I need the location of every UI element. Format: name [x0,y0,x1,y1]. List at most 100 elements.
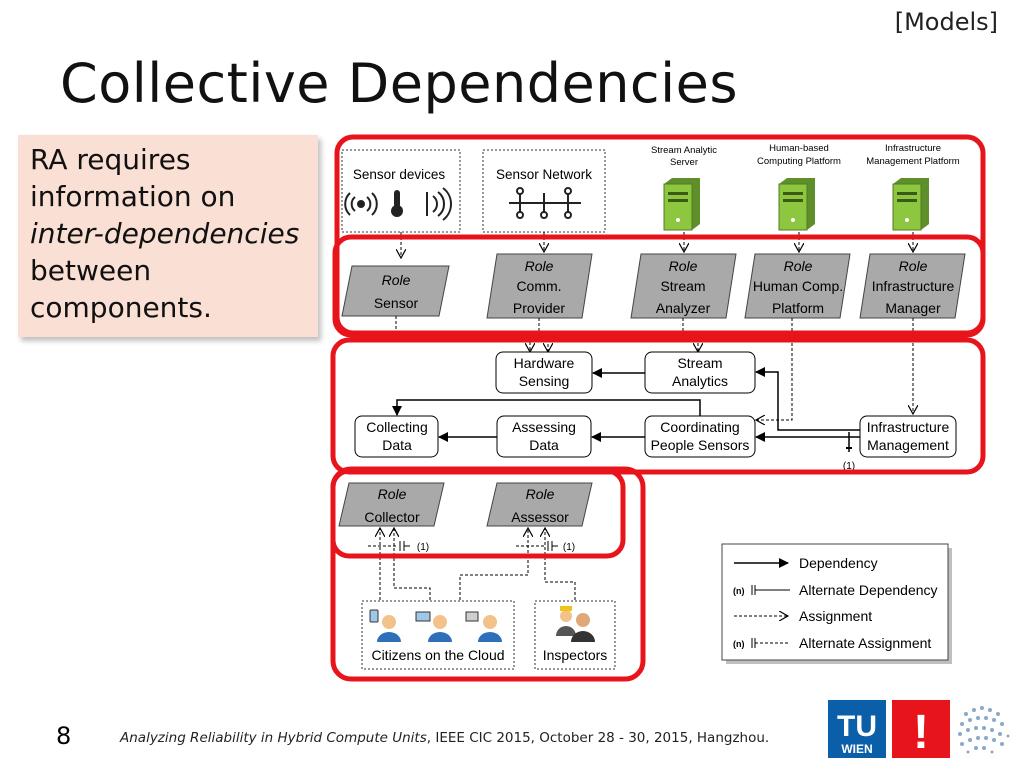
callout-line: components. [30,291,212,324]
process-coordinating-people-sensors: Coordinating People Sensors [644,415,756,458]
role-sensor: Role Sensor [341,265,450,317]
server-icon [892,178,929,231]
infra-platform-label: Infrastructure [885,143,941,154]
human-platform-label: Human-based [769,143,829,154]
section-tag: [Models] [894,8,998,36]
footer-paper-title: Analyzing Reliability in Hybrid Compute … [120,730,427,746]
svg-text:Human Comp.: Human Comp. [753,278,843,294]
callout-line-emphasis: inter-dependencies [30,217,300,250]
legend-alternate-dependency: Alternate Dependency [799,582,938,598]
svg-text:Data: Data [382,437,412,453]
sensor-devices-label: Sensor devices [353,167,446,182]
svg-text:Collecting: Collecting [366,419,427,435]
multiplicity-label: (1) [843,461,855,472]
server-icon [778,178,815,231]
svg-text:Role: Role [899,258,928,274]
svg-text:Hardware: Hardware [514,355,575,371]
inspectors-label: Inspectors [543,647,608,663]
legend-dependency: Dependency [799,555,878,571]
svg-text:Data: Data [529,437,559,453]
legend-alt-assignment-line [751,638,790,648]
dependency-diagram: Sensor devices Sensor Network Stream Ana… [330,134,986,682]
callout-line: between [30,254,152,287]
svg-text:Manager: Manager [885,300,941,316]
footer-citation: Analyzing Reliability in Hybrid Compute … [120,730,769,746]
inspectors-box [534,600,616,670]
footer-venue: , IEEE CIC 2015, October 28 - 30, 2015, … [426,730,770,746]
svg-text:Role: Role [526,486,555,502]
highlight-roles [332,234,986,338]
highlight-people [330,466,646,682]
logo-exclaim-block [892,700,950,758]
legend-n-label: (n) [733,639,745,649]
svg-text:TU: TU [837,710,877,743]
svg-text:Role: Role [784,258,813,274]
thermometer-icon [391,190,403,217]
svg-text:Sensor: Sensor [374,295,419,311]
page-number: 8 [56,722,72,750]
stream-server-label: Stream Analytic [651,145,717,156]
svg-text:Infrastructure: Infrastructure [867,419,950,435]
alt-assignment-assessor [516,541,558,551]
sensor-network-box [482,149,606,233]
network-icon [509,187,581,219]
assignment-arrows-top [401,232,913,258]
assignment-arrows-bottom [380,528,576,600]
sensor-devices-box [341,149,461,233]
svg-text:WIEN: WIEN [841,742,872,756]
svg-text:Role: Role [382,272,411,288]
process-stream-analytics: Stream Analytics [644,351,756,394]
svg-text:!: ! [913,706,929,759]
svg-text:Sensing: Sensing [519,373,570,389]
svg-text:Coordinating: Coordinating [660,419,739,435]
inspectors-icon [556,606,595,642]
role-stream-analyzer: Role Stream Analyzer [630,253,737,319]
role-human-platform: Role Human Comp. Platform [744,253,851,319]
dependency-arrows [392,367,860,442]
highlight-frames [330,134,986,682]
svg-text:Analytics: Analytics [672,373,728,389]
server-icon [663,178,700,231]
sensor-network-label: Sensor Network [496,167,592,182]
svg-text:People Sensors: People Sensors [651,437,750,453]
svg-text:Role: Role [378,486,407,502]
citizens-box [361,600,515,670]
slide-title: Collective Dependencies [60,52,738,115]
multiplicity-label: (1) [417,542,429,553]
person-icon [369,609,401,642]
citizens-label: Citizens on the Cloud [371,647,504,663]
svg-text:Infrastructure: Infrastructure [872,278,955,294]
sensor-devices-icons [344,187,452,221]
alt-assignment-collector [368,541,410,551]
person-icon [415,611,452,642]
process-collecting-data: Collecting Data [354,415,439,458]
svg-text:Assessing: Assessing [512,419,576,435]
legend-alt-dependency-line [751,585,790,595]
role-assessor: Role Assessor [486,482,593,527]
legend-assignment: Assignment [799,608,872,624]
svg-text:Stream: Stream [660,278,705,294]
callout-line: information on [30,180,236,213]
tu-wien-logo: TU WIEN ! [828,700,1010,759]
human-platform-label-2: Computing Platform [757,156,841,167]
svg-text:Role: Role [669,258,698,274]
svg-text:Provider: Provider [513,300,565,316]
svg-text:Platform: Platform [772,300,824,316]
infra-platform-label-2: Management Platform [866,156,960,167]
callout-line: RA requires [30,143,191,176]
logo-dot-pattern [958,706,1010,754]
process-hardware-sensing: Hardware Sensing [495,351,593,394]
highlight-processes [330,337,986,475]
svg-text:Stream: Stream [677,355,722,371]
person-icon [465,611,502,642]
svg-text:Assessor: Assessor [511,509,569,525]
role-infra-manager: Role Infrastructure Manager [859,253,966,319]
svg-text:Comm.: Comm. [516,278,561,294]
legend-alternate-assignment: Alternate Assignment [799,635,931,651]
signal-icon [344,192,378,216]
stream-server-label-2: Server [670,157,698,168]
multiplicity-label: (1) [563,542,575,553]
callout-box: RA requires information on inter-depende… [18,135,318,337]
role-comm-provider: Role Comm. Provider [486,253,593,319]
vibration-icon [426,187,452,221]
